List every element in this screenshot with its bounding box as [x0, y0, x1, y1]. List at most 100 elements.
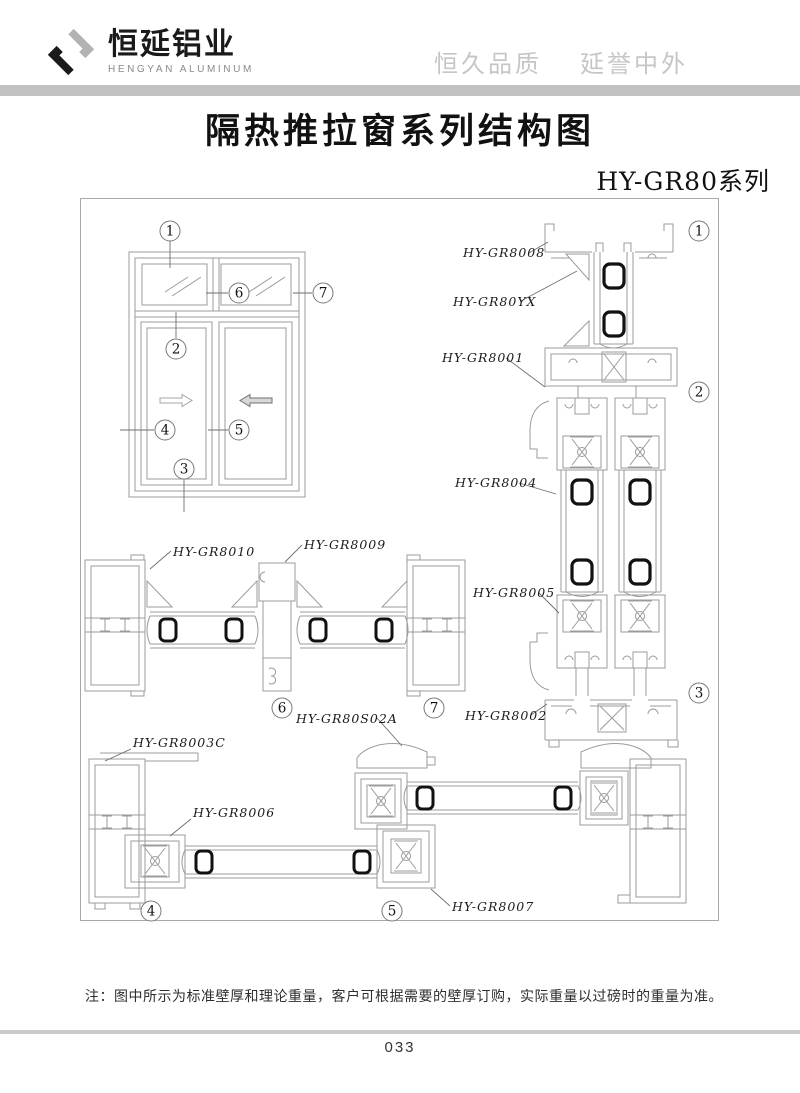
thermal-bar: [101, 815, 113, 829]
thermal-bar: [441, 618, 453, 632]
sliding-sash-column-right: [614, 397, 666, 696]
marker-2: 2: [165, 338, 187, 360]
slogan-right: 延誉中外: [580, 51, 688, 78]
footer-divider: [0, 1030, 800, 1034]
brand-logo: 恒延铝业 HENGYAN ALUMINUM: [44, 24, 254, 80]
fixed-glass-left: [146, 611, 259, 649]
thermal-bar: [121, 815, 133, 829]
sliding-sash-column-left: [556, 397, 608, 696]
svg-text:5: 5: [235, 423, 244, 439]
thermal-break-detail: [393, 840, 419, 872]
thermal-bar: [642, 815, 654, 829]
svg-text:2: 2: [172, 342, 181, 358]
marker-4: 4: [154, 419, 176, 441]
svg-text:2: 2: [695, 385, 704, 401]
s02a-cap-profile: [356, 743, 436, 769]
svg-text:7: 7: [430, 701, 439, 717]
header-divider: [0, 85, 800, 96]
page-title: 隔热推拉窗系列结构图: [204, 112, 595, 151]
slide-arrow-left-icon: [239, 393, 273, 408]
interlock-sash-right: [579, 770, 629, 826]
glass-clip: [380, 579, 408, 608]
thermal-break-detail: [142, 845, 168, 877]
diagram-border: [80, 198, 719, 921]
label-hy-gr8004: HY-GR8004: [454, 475, 537, 490]
label-hy-gr8009: HY-GR8009: [303, 537, 386, 552]
vertical-section: HY-GR8008 HY-GR80YX HY-GR8001 HY-GR8004 …: [441, 220, 710, 748]
marker-6: 6: [228, 282, 250, 304]
transom-profile: [544, 347, 678, 398]
svg-text:5: 5: [388, 904, 397, 920]
sliding-glass-lower: [181, 845, 381, 879]
glazing-block: [602, 310, 626, 338]
marker-3: 3: [173, 458, 195, 480]
glazing-block: [602, 262, 626, 290]
label-hy-gr8001: HY-GR8001: [441, 350, 524, 365]
company-name-en: HENGYAN ALUMINUM: [108, 63, 254, 75]
window-elevation-view: 1 6 7 2 4 5 3: [120, 220, 334, 512]
svg-text:1: 1: [695, 224, 704, 240]
glazing-gasket: [352, 849, 372, 875]
top-frame-profile: [544, 223, 674, 259]
glazing-block: [570, 478, 594, 506]
thermal-break-detail: [627, 436, 653, 468]
label-hy-gr8003c: HY-GR8003C: [132, 735, 226, 750]
svg-text:6: 6: [278, 701, 287, 717]
left-jamb-profile: [84, 554, 146, 697]
svg-text:4: 4: [161, 423, 170, 439]
svg-text:7: 7: [319, 286, 328, 302]
marker-1-section: 1: [688, 220, 710, 242]
glazing-gasket: [224, 617, 244, 643]
label-hy-gr80s02a: HY-GR80S02A: [295, 711, 398, 726]
marker-7: 7: [312, 282, 334, 304]
horizontal-section-bottom: HY-GR80S02A HY-GR8003C HY-GR8006 HY-GR80…: [88, 711, 687, 922]
glazing-gasket: [374, 617, 394, 643]
marker-4-section: 4: [140, 900, 162, 922]
glass-hatch-left: [164, 276, 202, 297]
label-hy-gr8002: HY-GR8002: [464, 708, 547, 723]
svg-text:3: 3: [695, 686, 704, 702]
svg-text:1: 1: [166, 224, 175, 240]
sash-profile-gr8006: [124, 834, 186, 889]
marker-1: 1: [159, 220, 181, 242]
thermal-bar: [119, 618, 131, 632]
glazing-gasket: [194, 849, 214, 875]
glass-clip: [230, 579, 258, 608]
label-hy-gr8008: HY-GR8008: [462, 245, 545, 260]
glass-clip: [296, 579, 324, 608]
sliding-glass-upper: [403, 781, 582, 815]
yx-connector-profile-2: [562, 319, 590, 347]
page-number: 033: [384, 1039, 416, 1056]
thermal-break-detail: [569, 436, 595, 468]
marker-2-section: 2: [688, 381, 710, 403]
logo-mark-black: [47, 45, 74, 76]
logo-mark-gray: [68, 28, 95, 59]
thermal-break-detail: [569, 600, 595, 632]
cap-profile-right: [580, 743, 652, 769]
label-hy-gr8010: HY-GR8010: [172, 544, 255, 559]
series-label: HY-GR80系列: [596, 167, 770, 196]
hook-profile-top: [529, 400, 550, 459]
label-hy-gr80yx: HY-GR80YX: [452, 294, 537, 309]
glazing-gasket: [553, 785, 573, 811]
glass-hatch-right: [248, 276, 286, 297]
footnote: 注：图中所示为标准壁厚和理论重量，客户可根据需要的壁厚订购，实际重量以过磅时的重…: [85, 988, 723, 1004]
marker-5-section: 5: [381, 900, 403, 922]
thermal-bar: [662, 815, 674, 829]
thermal-bar: [421, 618, 433, 632]
glazing-gasket: [415, 785, 435, 811]
fixed-glass-right: [296, 611, 409, 649]
company-name: 恒延铝业: [108, 27, 236, 61]
yx-connector-profile: [564, 253, 590, 282]
glazing-gasket: [158, 617, 178, 643]
svg-text:6: 6: [235, 286, 244, 302]
svg-text:3: 3: [180, 462, 189, 478]
label-hy-gr8007: HY-GR8007: [451, 899, 534, 914]
hook-profile-bottom: [529, 632, 550, 691]
glazing-block: [628, 478, 652, 506]
marker-5: 5: [228, 419, 250, 441]
hengyan-logo-icon: [47, 28, 95, 76]
glass-clip: [146, 579, 174, 608]
